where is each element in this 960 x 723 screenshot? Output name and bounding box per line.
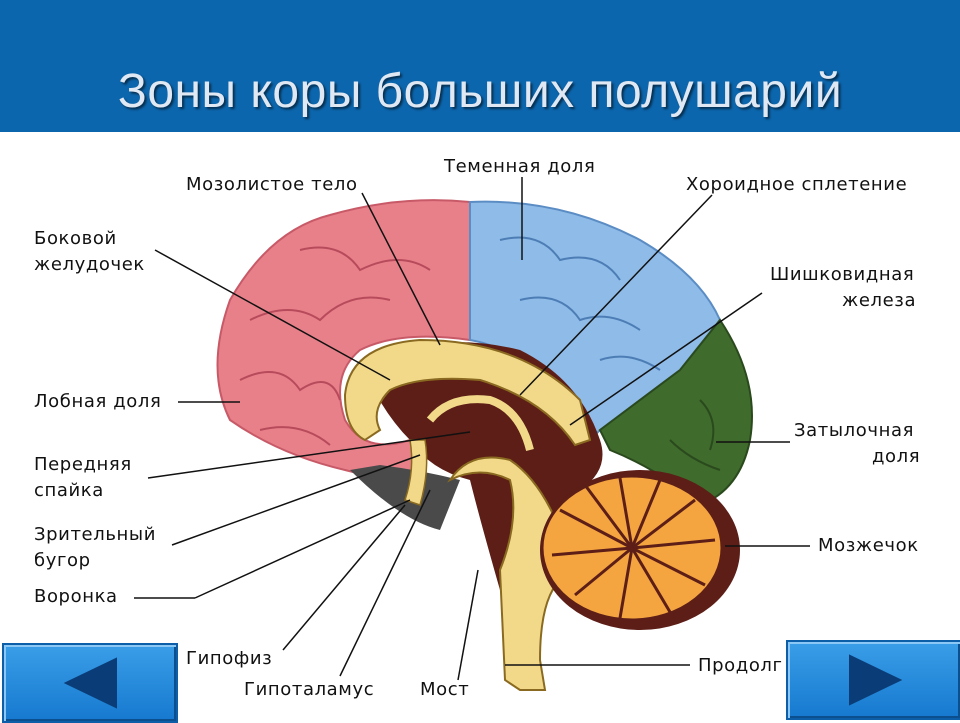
frontal-lobe — [216, 199, 471, 476]
label-zatylochnaya-1: Затылочная — [794, 420, 915, 441]
label-gipofiz: Гипофиз — [186, 648, 273, 669]
next-slide-button[interactable] — [786, 640, 960, 720]
label-zritelny-2: бугор — [34, 550, 91, 571]
label-temennaya-dolya: Теменная доля — [444, 156, 596, 177]
prev-slide-button[interactable] — [2, 643, 178, 723]
corpus-callosum — [343, 338, 592, 447]
brain-diagram — [134, 177, 810, 691]
fornix — [426, 395, 534, 452]
label-mozzhechok: Мозжечок — [818, 535, 919, 556]
gray-base — [350, 465, 460, 530]
label-bokovoy-2: желудочек — [34, 254, 145, 275]
label-shishkovidnaya-2: железа — [842, 290, 917, 311]
brainstem — [447, 456, 561, 691]
label-voronka: Воронка — [34, 586, 118, 607]
label-lobnaya-dolya: Лобная доля — [34, 391, 162, 412]
label-mozolistoe-telo: Мозолистое тело — [186, 174, 358, 195]
label-horoidnoe-spletenie: Хороидное сплетение — [686, 174, 908, 195]
label-bokovoy-1: Боковой — [34, 228, 117, 249]
label-most: Мост — [420, 679, 470, 700]
slide-header — [0, 0, 960, 132]
slide-title: Зоны коры больших полушарий — [117, 65, 843, 118]
label-perednyaya-2: спайка — [34, 480, 104, 501]
label-gipotalamus: Гипоталамус — [244, 679, 375, 700]
left-arrow-icon — [63, 657, 117, 709]
label-shishkovidnaya-1: Шишковидная — [770, 264, 915, 285]
label-perednyaya-1: Передняя — [34, 454, 132, 475]
label-prodolgovaty: Продолг — [698, 655, 783, 676]
right-arrow-icon — [849, 654, 903, 706]
label-zatylochnaya-2: доля — [872, 446, 921, 467]
label-zritelny-1: Зрительный — [34, 524, 157, 545]
infundibulum — [404, 439, 428, 506]
